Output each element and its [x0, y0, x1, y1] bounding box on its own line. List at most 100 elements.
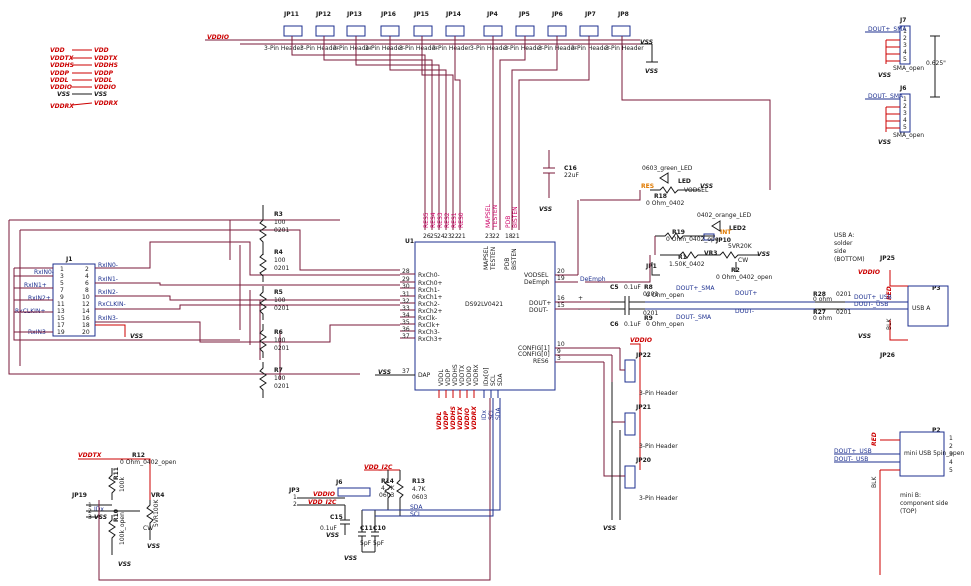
- pwr-left-2: VDDHS: [50, 62, 74, 69]
- j1-net-r1: RxIN1-: [98, 276, 118, 283]
- wire-res5: [291, 36, 426, 230]
- u1-part-name: DS92LV0421: [465, 301, 503, 308]
- wire-pdb: [511, 36, 558, 230]
- top-vss2-label: VSS: [645, 68, 658, 75]
- jp14-ref: JP14: [445, 11, 461, 18]
- c6-value: 0.1uF: [624, 321, 641, 328]
- jp13-body: [346, 25, 366, 37]
- config-wiring: [603, 348, 625, 477]
- jp7-body: [579, 25, 599, 37]
- u1-pin-rxch2p: RxCh2+: [418, 308, 443, 315]
- u1-signal-stubs: [483, 390, 499, 398]
- j6-vss: VSS: [878, 139, 891, 146]
- j1-pin-19: 19: [57, 329, 65, 336]
- net-doutp: DOUT+: [735, 290, 757, 297]
- u1-body: [414, 241, 556, 391]
- jp10-body: [703, 233, 715, 241]
- r6-pkg: 0201: [274, 345, 289, 352]
- pwr-right-7: VDDRX: [94, 100, 118, 107]
- j1-vss-wire: [95, 324, 126, 337]
- j7-pin3: 3: [903, 42, 907, 49]
- pwr-right-0: VDD: [94, 47, 109, 54]
- bl-vss3: VSS: [118, 561, 131, 568]
- j1-net-l2: RxIN2+: [28, 295, 51, 302]
- u1-pin-vddp: VDDP: [445, 369, 452, 386]
- c6-symbol: [610, 303, 645, 315]
- usb-a-net-n: DOUT-_USB: [854, 301, 888, 308]
- r3-pkg: 0201: [274, 227, 289, 234]
- c10-value: 5pF: [373, 540, 385, 547]
- i2c-bus: [362, 398, 501, 517]
- u1-pin-rxch1m: RxCh1-: [418, 287, 440, 294]
- r4-symbol: [259, 246, 267, 282]
- led-green-vss: VSS: [700, 183, 713, 190]
- mini-usb-label: mini USB 5pin_open: [904, 450, 964, 457]
- r6-ref: R6: [274, 329, 283, 336]
- jp22-ref: JP22: [635, 352, 651, 359]
- i2c-scl: SCL: [410, 511, 422, 518]
- u1-pin-rxch2m: RxCh2-: [418, 301, 440, 308]
- j1-right-wiring: [95, 241, 400, 343]
- pwr-right-5: VDDIO: [94, 84, 116, 91]
- j1-net-l1: RxIN1+: [24, 282, 47, 289]
- r11-ref: R11: [113, 467, 120, 480]
- u1-net-sda: SDA: [495, 407, 502, 420]
- r4-ref: R4: [274, 249, 283, 256]
- jp16-ref: JP16: [380, 11, 396, 18]
- usb-a-body: [907, 285, 949, 327]
- mini-usb-red: RED: [871, 432, 878, 446]
- r14-pkg: 0603: [379, 492, 394, 499]
- c16-ref: C16: [564, 165, 577, 172]
- u1-pinnum-35: 35: [402, 319, 410, 326]
- jp8-body: [611, 25, 631, 37]
- jp15-body: [413, 25, 433, 37]
- u1-pin-bisten-in: BISTEN: [511, 248, 518, 270]
- u1-pin-res6: RES6: [533, 358, 549, 365]
- u1-pinnum-22a: 22: [451, 233, 459, 240]
- j1-net-r0: RxIN0-: [98, 262, 118, 269]
- vr4-cw: CW: [143, 525, 153, 532]
- j1-pin-15: 15: [57, 315, 65, 322]
- jp6-body: [547, 25, 567, 37]
- mini-usb-pin-1: 1: [949, 435, 953, 442]
- r6-value: 100: [274, 337, 286, 344]
- bl-vddtx: VDDTX: [78, 452, 102, 459]
- config-vss: VSS: [603, 525, 616, 532]
- r4-pkg: 0201: [274, 265, 289, 272]
- jp22-label: 3-Pin Header: [639, 390, 678, 397]
- j1-net-r3: RxCLKIN-: [98, 301, 126, 308]
- j6b-body: [337, 487, 371, 497]
- u1-pinnum-21b: 21: [512, 233, 520, 240]
- usb-a-bus: [845, 301, 908, 310]
- j6-net: DOUT-_SMA: [868, 93, 904, 100]
- j6-label: SMA_open: [893, 132, 924, 139]
- c16-symbol: [543, 150, 555, 198]
- pwr-left-6: VSS: [57, 91, 70, 98]
- jp19-vss: VSS: [94, 514, 107, 521]
- u1-pinnum-9: 9: [557, 348, 561, 355]
- jp12-ref: JP12: [315, 11, 331, 18]
- r8-pkg: 0201: [643, 291, 658, 298]
- r18-symbol: [650, 186, 700, 194]
- output-coupling: + - C5 0.1uF R8 0201 0 Ohm_open DOUT+_SM…: [578, 284, 815, 328]
- r9-pkg: 0201: [643, 310, 658, 317]
- sma-dim: 0.625": [926, 60, 946, 67]
- pwr-left-7: VDDRX: [50, 103, 74, 110]
- r5-pkg: 0201: [274, 305, 289, 312]
- sma-connectors: J7 DOUT+_SMA 1 2 3 4 5 SMA_open VSS 0.62…: [865, 17, 946, 146]
- j6-body: [899, 93, 911, 133]
- idx-return-wire: [98, 398, 491, 581]
- r13-value: 4.7K: [412, 486, 427, 493]
- jp3-pin-1: 1: [293, 494, 297, 501]
- mini-usb-pin-3: 3: [949, 451, 953, 458]
- jp4-body: [483, 25, 503, 37]
- jp6-ref: JP6: [551, 11, 563, 18]
- j1-net-l0: RxIN0-: [34, 269, 54, 276]
- jp16-label: 3-Pin Header: [365, 45, 404, 52]
- u1-pin-vodsel: VODSEL: [524, 272, 549, 279]
- u1-pin-doutm: DOUT-: [529, 307, 548, 314]
- usb-a-vss: VSS: [858, 333, 871, 340]
- j7-label: SMA_open: [893, 65, 924, 72]
- u1-pin-vddrx: VDDRX: [473, 364, 480, 386]
